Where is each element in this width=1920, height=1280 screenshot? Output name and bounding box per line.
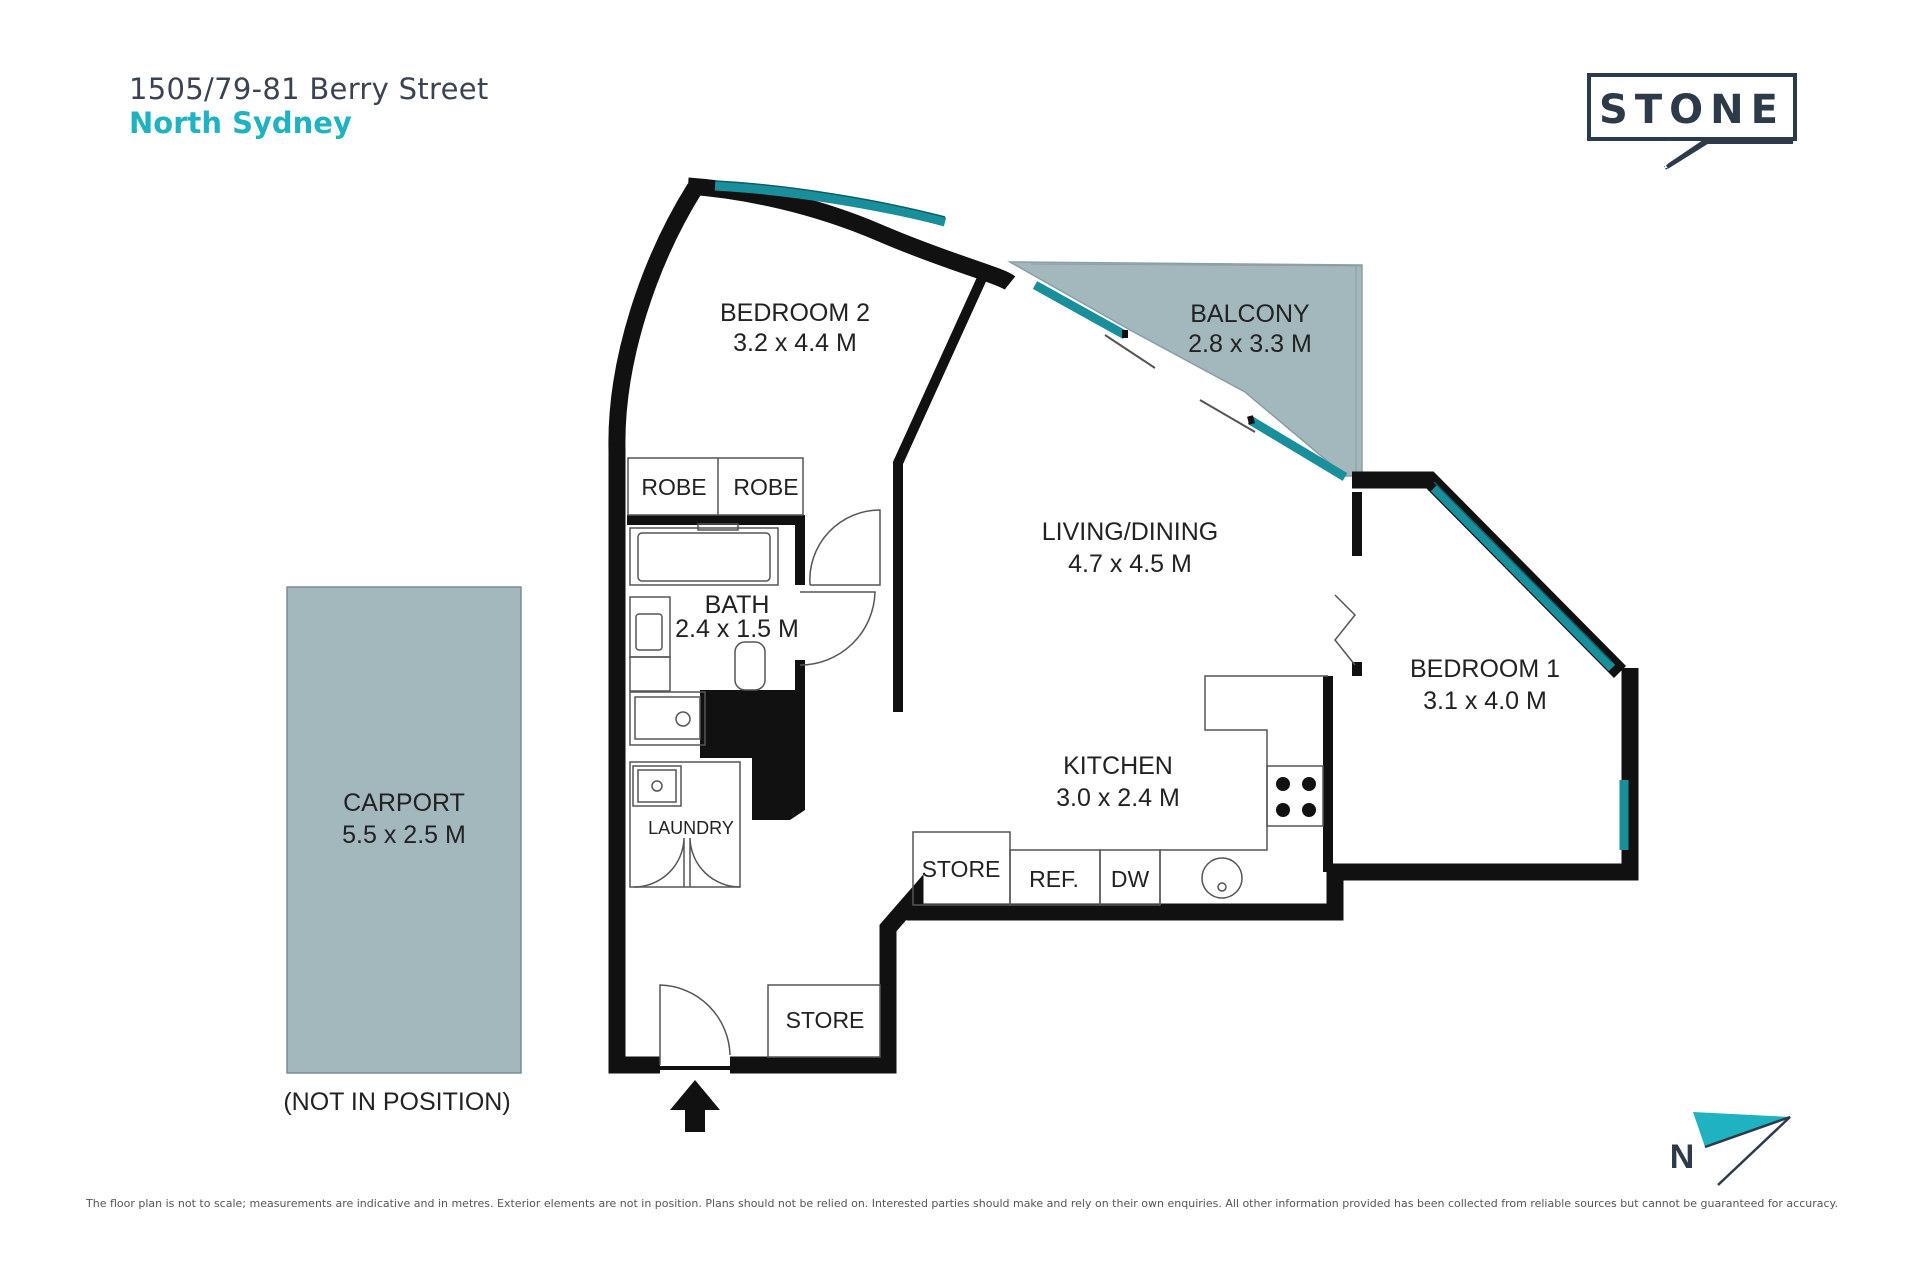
bath-name: BATH (705, 591, 770, 619)
bedroom2-name: BEDROOM 2 (720, 299, 870, 327)
entry-store-label: STORE (786, 1007, 865, 1033)
bedroom2-size: 3.2 x 4.4 M (733, 329, 857, 357)
robe-label-2: ROBE (733, 474, 798, 500)
wardrobes (627, 457, 804, 516)
ref-label: REF. (1029, 866, 1079, 892)
address-line-street: 1505/79-81 Berry Street (129, 72, 489, 106)
north-compass-icon: N (1670, 1112, 1791, 1186)
door-swings (633, 509, 1357, 1065)
kitchen-store-label: STORE (922, 856, 1001, 882)
windows (714, 181, 1629, 850)
logo-text: STONE (1599, 87, 1785, 133)
balcony-area (1007, 261, 1363, 477)
kitchen-benches (912, 675, 1328, 906)
entry-arrow-icon (670, 1080, 720, 1132)
service-duct (710, 690, 805, 820)
disclaimer-text: The floor plan is not to scale; measurem… (86, 1197, 1838, 1210)
carport-size: 5.5 x 2.5 M (342, 821, 466, 849)
bath-size: 2.4 x 1.5 M (675, 615, 799, 643)
living-name: LIVING/DINING (1042, 518, 1218, 546)
bedroom1-name: BEDROOM 1 (1410, 655, 1560, 683)
dw-label: DW (1111, 866, 1150, 892)
living-size: 4.7 x 4.5 M (1068, 550, 1192, 578)
balcony-size: 2.8 x 3.3 M (1188, 330, 1312, 358)
stone-logo: STONE (1587, 73, 1797, 141)
carport-area (286, 586, 522, 1074)
entry-store-box (767, 984, 881, 1058)
kitchen-name: KITCHEN (1063, 752, 1173, 780)
balcony-name: BALCONY (1190, 300, 1310, 328)
robe-label-1: ROBE (641, 474, 706, 500)
laundry-label: LAUNDRY (648, 818, 734, 838)
bedroom1-size: 3.1 x 4.0 M (1423, 687, 1547, 715)
bath-fixtures (629, 523, 779, 746)
kitchen-size: 3.0 x 2.4 M (1056, 784, 1180, 812)
carport-name: CARPORT (343, 789, 465, 817)
address-line-suburb: North Sydney (129, 106, 352, 140)
cooktop (1276, 777, 1316, 817)
laundry-tub (629, 761, 741, 888)
north-label: N (1670, 1138, 1695, 1176)
carport-note: (NOT IN POSITION) (283, 1088, 510, 1116)
